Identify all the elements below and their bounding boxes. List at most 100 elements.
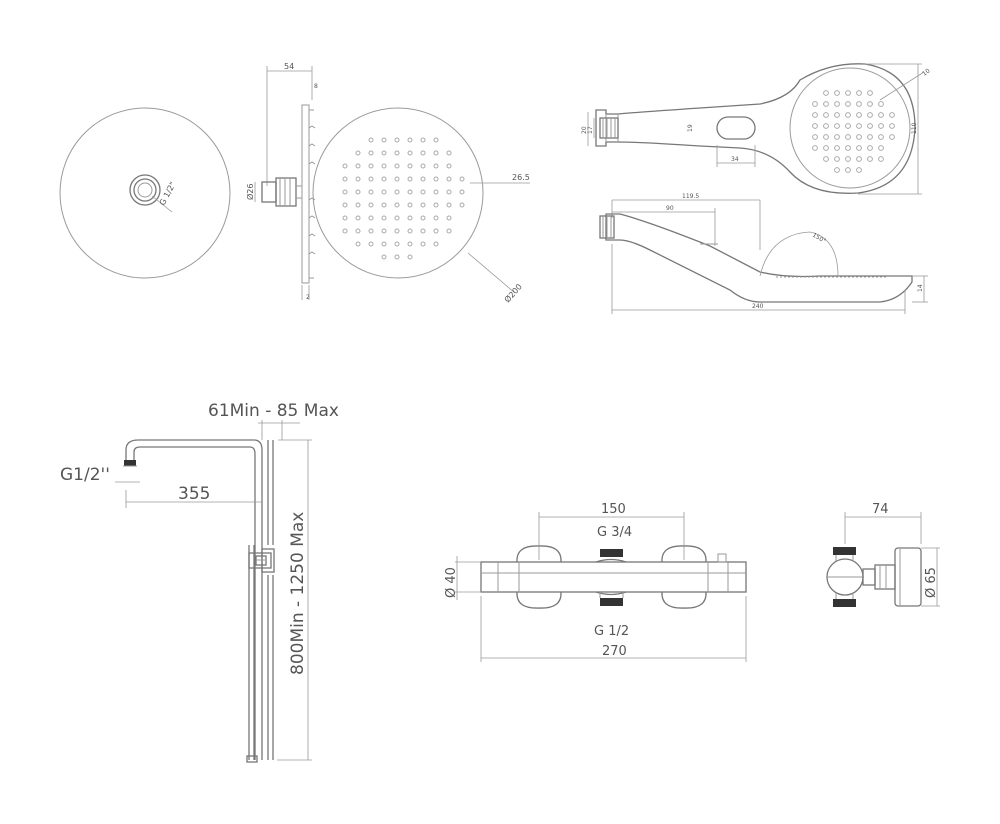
nozzle-hole [368, 215, 374, 221]
nozzle-hole [394, 254, 400, 260]
nozzle-hole [867, 145, 873, 151]
nozzle-hole [381, 150, 387, 156]
nozzle-hole [867, 112, 873, 118]
nozzle-hole [845, 134, 851, 140]
nozzle-hole [823, 101, 829, 107]
nozzle-hole [368, 176, 374, 182]
nozzle-hole [381, 228, 387, 234]
nozzle-hole [355, 228, 361, 234]
hand-side-angle-label: 150° [811, 232, 827, 245]
inlet-spacing-label: 150 [601, 502, 626, 517]
hand-side-partial-label: 90 [666, 205, 674, 212]
nozzle-hole [342, 202, 348, 208]
hand-nozzle-holes [812, 90, 895, 173]
nozzle-hole [394, 150, 400, 156]
valve-side-view: 74 Ø 65 [826, 502, 940, 607]
hand-shower-side-view: 119.5 90 150° 240 14 [599, 193, 928, 314]
nozzle-hole [433, 241, 439, 247]
nozzle-hole [812, 101, 818, 107]
nozzle-hole [381, 241, 387, 247]
nozzle-hole [355, 150, 361, 156]
arm-length-label: 355 [178, 484, 210, 504]
nozzle-hole [420, 241, 426, 247]
nozzle-hole [433, 228, 439, 234]
hand-top-slot-label: 34 [731, 156, 739, 163]
head-shower-side-view: 54 8 Ø26 2 [245, 62, 318, 301]
nozzle-hole [834, 145, 840, 151]
nozzle-hole [407, 215, 413, 221]
nozzle-hole [856, 156, 862, 162]
nozzle-hole [878, 145, 884, 151]
nozzle-hole [845, 101, 851, 107]
nozzle-hole [823, 156, 829, 162]
nozzle-hole [420, 202, 426, 208]
nozzle-hole [823, 134, 829, 140]
head-shower-back-view: G 1/2" [59, 107, 231, 279]
nozzle-hole [856, 145, 862, 151]
nozzle-hole [446, 215, 452, 221]
nozzle-hole [381, 202, 387, 208]
nozzle-hole [856, 101, 862, 107]
side-top-small-label: 8 [314, 83, 318, 90]
nozzle-hole [342, 215, 348, 221]
nozzle-hole [420, 189, 426, 195]
nozzle-hole [394, 189, 400, 195]
nozzle-hole [867, 156, 873, 162]
nozzle-hole [459, 189, 465, 195]
nozzle-hole [867, 90, 873, 96]
side-depth-74-label: 74 [872, 502, 889, 517]
nozzle-holes [342, 137, 465, 260]
hand-head-offset-label: 10 [921, 67, 931, 77]
nozzle-hole [446, 176, 452, 182]
nozzle-hole [368, 137, 374, 143]
hand-shower-top-view: 20 17 19 34 110 10 [581, 63, 932, 195]
nozzle-hole [878, 123, 884, 129]
nozzle-hole [394, 202, 400, 208]
nozzle-hole [845, 156, 851, 162]
nozzle-hole [394, 215, 400, 221]
hand-head-height-label: 110 [911, 122, 918, 134]
nozzle-hole [342, 189, 348, 195]
nozzle-hole [845, 167, 851, 173]
side-depth-label: 54 [284, 62, 294, 71]
nozzle-hole [433, 215, 439, 221]
nozzle-hole [834, 90, 840, 96]
nozzle-hole [420, 150, 426, 156]
nozzle-hole [342, 228, 348, 234]
nozzle-hole [889, 123, 895, 129]
nozzle-hole [381, 189, 387, 195]
nozzle-hole [355, 189, 361, 195]
nozzle-hole [355, 215, 361, 221]
nozzle-hole [433, 137, 439, 143]
nozzle-hole [407, 137, 413, 143]
nozzle-hole [459, 202, 465, 208]
hand-side-total-label: 240 [752, 303, 764, 310]
nozzle-hole [812, 112, 818, 118]
body-diameter-label: Ø 40 [444, 567, 459, 598]
height-range-label: 800Min - 1250 Max [288, 512, 308, 675]
hand-top-grip-label: 19 [687, 124, 694, 132]
riser-rail-view: 61Min - 85 Max G1/2'' 355 800Min [60, 401, 339, 763]
nozzle-hole [845, 90, 851, 96]
nozzle-hole [407, 150, 413, 156]
nozzle-hole [433, 150, 439, 156]
head-thread-label: G 1/2" [158, 180, 178, 207]
nozzle-hole [845, 145, 851, 151]
nozzle-hole [394, 228, 400, 234]
nozzle-hole [355, 176, 361, 182]
nozzle-hole [420, 228, 426, 234]
valve-front-view: 150 G 3/4 Ø 40 G 1/2 270 [444, 502, 747, 662]
nozzle-hole [834, 167, 840, 173]
nozzle-hole [878, 156, 884, 162]
nozzle-hole [446, 202, 452, 208]
nozzle-hole [420, 137, 426, 143]
nozzle-hole [394, 137, 400, 143]
nozzle-hole [834, 134, 840, 140]
top-thread-label: G 3/4 [597, 525, 632, 540]
nozzle-hole [381, 163, 387, 169]
nozzle-hole [856, 134, 862, 140]
nozzle-hole [342, 176, 348, 182]
nozzle-hole [407, 189, 413, 195]
nozzle-hole [446, 163, 452, 169]
